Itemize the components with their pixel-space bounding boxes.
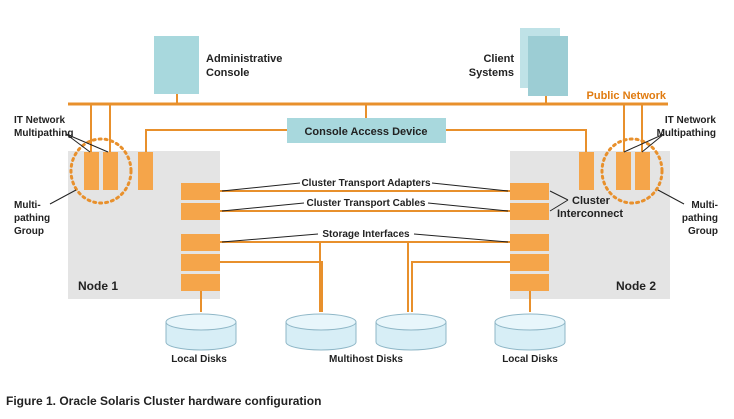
- local-disks-left-label: Local Disks: [171, 354, 227, 365]
- node1-multipathing-group-ring: [69, 137, 133, 205]
- ci-pointer-2: [549, 199, 569, 212]
- mp-group-left-2: pathing: [14, 213, 50, 224]
- node1-storage-interface-3: [181, 274, 220, 291]
- ctc-pointer-left: [221, 202, 305, 212]
- storage-cable-n2-b: [411, 261, 510, 312]
- mp-group-right-1: Multi-: [691, 200, 718, 211]
- storage-cable-n1-a: [220, 241, 409, 312]
- node1-transport-adapter-2: [181, 203, 220, 220]
- console-link-left: [145, 129, 287, 152]
- client-label-1: Client: [483, 53, 514, 65]
- local-disks-right-label: Local Disks: [502, 354, 558, 365]
- console-link-right: [446, 129, 587, 152]
- local-disk-right-icon: [494, 313, 566, 351]
- it-multipathing-right-2: Multipathing: [657, 128, 716, 139]
- cta-pointer-left: [221, 182, 301, 192]
- cluster-transport-cables-label: Cluster Transport Cables: [307, 198, 426, 209]
- console-access-device-label: Console Access Device: [304, 126, 427, 138]
- client-system-front: [528, 36, 568, 96]
- ctc-pointer-right: [427, 202, 509, 212]
- node1-public-adapter-2: [103, 152, 118, 190]
- node2-public-adapter-1: [616, 152, 631, 190]
- mp-group-left-pointer: [49, 189, 77, 205]
- mp-group-left-1: Multi-: [14, 200, 41, 211]
- node2-transport-adapter-2: [510, 203, 549, 220]
- console-access-device-box: [287, 118, 446, 143]
- mp-group-left-3: Group: [14, 226, 44, 237]
- storage-cable-n2-a: [319, 241, 510, 312]
- admin-console-label-1: Administrative: [206, 53, 282, 65]
- admin-console-label-2: Console: [206, 67, 249, 79]
- node2-storage-interface-2: [510, 254, 549, 271]
- node2-multipathing-group-ring: [600, 137, 664, 205]
- node2-storage-interface-3: [510, 274, 549, 291]
- local-disk-left-icon: [165, 313, 237, 351]
- si-pointer-right: [413, 233, 509, 243]
- ci-pointer-1: [549, 190, 569, 201]
- client-label-2: Systems: [469, 67, 514, 79]
- multihost-disk-left-icon: [285, 313, 357, 351]
- node2-public-adapter-2: [635, 152, 650, 190]
- public-network-label: Public Network: [587, 90, 667, 102]
- mp-group-right-pointer: [657, 189, 685, 205]
- storage-interfaces-label: Storage Interfaces: [322, 229, 410, 240]
- node1-public-adapter-1: [84, 152, 99, 190]
- admin-console-box: [154, 36, 199, 94]
- figure-caption: Figure 1. Oracle Solaris Cluster hardwar…: [6, 394, 321, 408]
- it-mp-right-pointer-2: [641, 133, 665, 153]
- node1-transport-adapter-1: [181, 183, 220, 200]
- storage-cable-n1-b: [220, 261, 323, 312]
- mp-group-right-3: Group: [688, 226, 718, 237]
- node1-storage-interface-2: [181, 254, 220, 271]
- it-mp-left-pointer-2: [65, 133, 109, 153]
- it-multipathing-left-2: Multipathing: [14, 128, 73, 139]
- si-pointer-left: [221, 233, 319, 243]
- node1-console-adapter: [138, 152, 153, 190]
- node2-transport-adapter-1: [510, 183, 549, 200]
- mp-group-right-2: pathing: [682, 213, 718, 224]
- node1-storage-interface-1: [181, 234, 220, 251]
- it-multipathing-left-1: IT Network: [14, 115, 66, 126]
- multihost-disk-right-icon: [375, 313, 447, 351]
- node2-label: Node 2: [616, 279, 656, 293]
- multihost-disks-label: Multihost Disks: [329, 354, 403, 365]
- cta-pointer-right: [431, 182, 509, 192]
- it-mp-left-pointer-1: [65, 133, 91, 153]
- it-mp-right-pointer-1: [623, 133, 665, 153]
- it-multipathing-right-1: IT Network: [665, 115, 717, 126]
- cluster-interconnect-label-1: Cluster: [572, 195, 611, 207]
- cluster-transport-adapters-label: Cluster Transport Adapters: [301, 178, 431, 189]
- node2-console-adapter: [579, 152, 594, 190]
- node2-storage-interface-1: [510, 234, 549, 251]
- node1-label: Node 1: [78, 279, 118, 293]
- cluster-interconnect-label-2: Interconnect: [557, 208, 623, 220]
